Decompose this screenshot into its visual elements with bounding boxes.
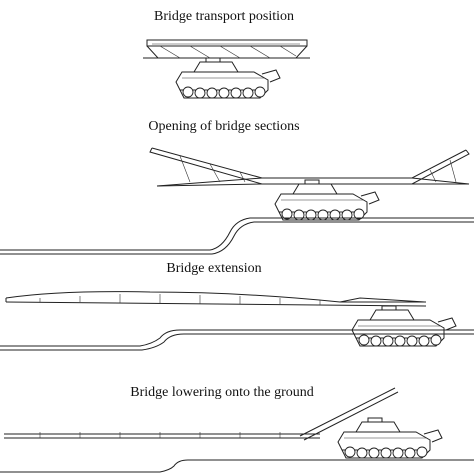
bridge-lowered <box>4 387 399 441</box>
bridge-folded <box>143 39 310 59</box>
bridge-extended <box>5 291 427 307</box>
stage-transport: Bridge transport position <box>143 9 310 99</box>
vehicle-lowering <box>337 417 443 459</box>
bridge-opening <box>149 147 470 187</box>
terrain-extension <box>0 329 474 347</box>
vehicle-extension <box>351 305 457 347</box>
stage-extension: Bridge extension <box>0 261 474 351</box>
caption-opening: Opening of bridge sections <box>148 119 299 134</box>
caption-transport: Bridge transport position <box>154 9 294 24</box>
vehicle-opening <box>274 179 380 221</box>
caption-lowering: Bridge lowering onto the ground <box>130 385 314 400</box>
stage-lowering: Bridge lowering onto the ground <box>0 385 474 473</box>
vehicle-transport <box>175 57 281 99</box>
caption-extension: Bridge extension <box>166 261 261 276</box>
stage-opening: Opening of bridge sections <box>0 119 474 255</box>
terrain-lowering <box>0 459 474 473</box>
terrain-opening <box>0 217 474 251</box>
